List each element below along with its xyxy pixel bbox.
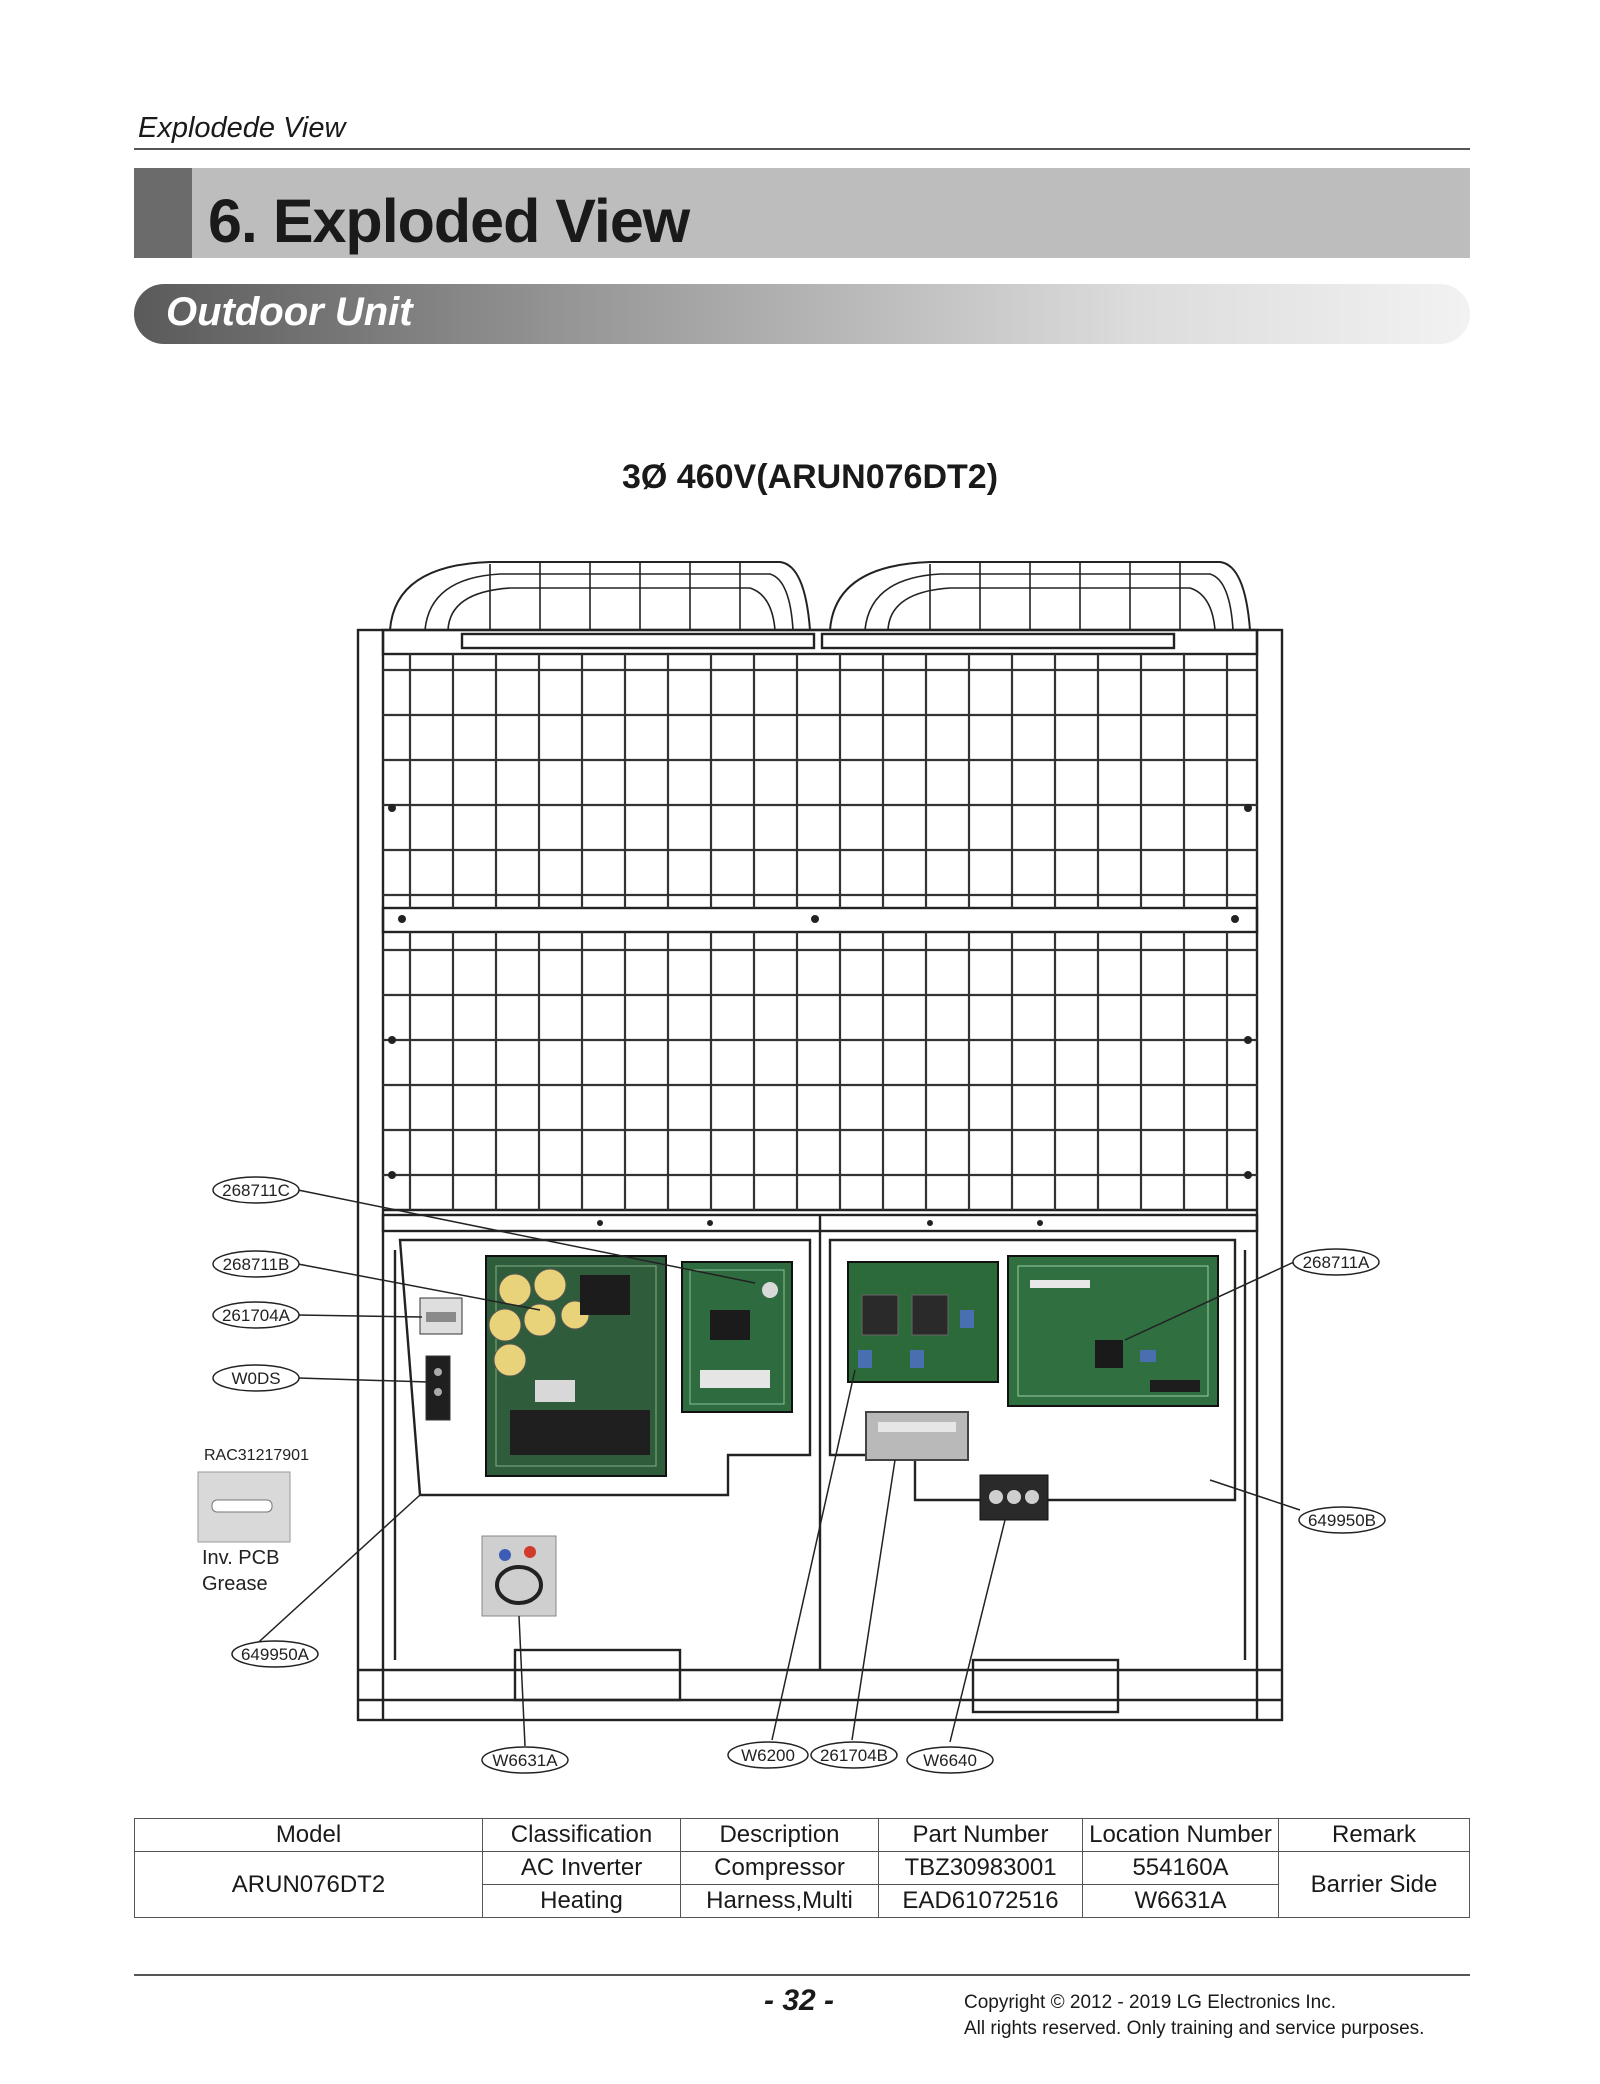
- cell-location-number: 554160A: [1082, 1851, 1279, 1885]
- chapter-bar-accent: [134, 168, 192, 258]
- harness-image: [481, 1535, 557, 1617]
- component-W0DS-image: [425, 1355, 451, 1421]
- callout-W6631A: W6631A: [492, 1751, 558, 1770]
- reactor-image: [865, 1411, 969, 1461]
- copyright: Copyright © 2012 - 2019 LG Electronics I…: [964, 1990, 1424, 2042]
- callout-261704B: 261704B: [820, 1746, 888, 1765]
- table-header-row: Model Classification Description Part Nu…: [134, 1818, 1470, 1852]
- fan-guards: [389, 561, 1251, 631]
- table-row: ARUN076DT2 AC Inverter Compressor TBZ309…: [134, 1851, 1470, 1918]
- cell-part-number: TBZ30983001: [878, 1851, 1083, 1885]
- callout-268711B: 268711B: [223, 1255, 290, 1274]
- header-part-number: Part Number: [878, 1818, 1083, 1852]
- frame-bolts: [388, 804, 1252, 1226]
- header-location-number: Location Number: [1082, 1818, 1279, 1852]
- header-remark: Remark: [1278, 1818, 1470, 1852]
- footer-rule: [134, 1974, 1470, 1976]
- callout-bubbles: 268711C 268711B 261704A W0DS 268711A 649…: [212, 1176, 1386, 1774]
- cell-location-number: W6631A: [1082, 1884, 1279, 1918]
- callout-268711C: 268711C: [222, 1181, 290, 1200]
- callout-W6200: W6200: [741, 1746, 795, 1765]
- callout-W6640: W6640: [923, 1751, 977, 1770]
- grease-label-line1: Inv. PCB: [202, 1547, 279, 1569]
- cell-remark: Barrier Side: [1278, 1851, 1470, 1918]
- copyright-line2: All rights reserved. Only training and s…: [964, 2018, 1425, 2039]
- cell-description: Harness,Multi: [680, 1884, 879, 1918]
- table-row: Heating Harness,Multi EAD61072516 W6631A: [135, 1884, 1470, 1918]
- header-classification: Classification: [482, 1818, 681, 1852]
- callout-268711A: 268711A: [1303, 1253, 1370, 1272]
- cell-model: ARUN076DT2: [134, 1851, 483, 1918]
- grease-tube-image: [197, 1471, 291, 1543]
- callout-649950B: 649950B: [1308, 1511, 1376, 1530]
- component-261704A-image: [419, 1297, 463, 1335]
- page-number: - 32 -: [764, 1984, 835, 2017]
- grease-label-line2: Grease: [202, 1573, 268, 1595]
- callout-W0DS: W0DS: [231, 1369, 280, 1388]
- header-rule: [134, 148, 1470, 150]
- cell-description: Compressor: [680, 1851, 879, 1885]
- running-header: Explodede View: [138, 112, 346, 144]
- chapter-bar: [134, 168, 1470, 258]
- header-description: Description: [680, 1818, 879, 1852]
- copyright-line1: Copyright © 2012 - 2019 LG Electronics I…: [964, 1992, 1337, 2013]
- callout-261704A: 261704A: [222, 1306, 291, 1325]
- cell-part-number: EAD61072516: [878, 1884, 1083, 1918]
- exploded-view-diagram: RAC31217901 Inv. PCB Grease 268711C 2687…: [197, 561, 1386, 1774]
- model-heading: 3Ø 460V(ARUN076DT2): [621, 458, 999, 496]
- grease-part-code: RAC31217901: [204, 1447, 309, 1464]
- main-control-pcb-image: [681, 1261, 793, 1413]
- section-pill: [134, 284, 1470, 344]
- inverter-pcb-image: [485, 1255, 667, 1477]
- outdoor-main-pcb-image: [1007, 1255, 1219, 1407]
- cell-classification-line2: Heating: [482, 1884, 681, 1918]
- noise-filter-pcb-image: [847, 1261, 999, 1383]
- terminal-block-image: [979, 1474, 1049, 1521]
- leader-lines: [249, 1189, 1301, 1747]
- callout-649950A: 649950A: [241, 1645, 310, 1664]
- coil-grille: [383, 654, 1257, 1210]
- cell-classification-line1: AC Inverter: [482, 1851, 681, 1885]
- header-model: Model: [134, 1818, 483, 1852]
- control-box-panels: [393, 1238, 1247, 1714]
- chapter-title: 6. Exploded View: [208, 187, 690, 255]
- section-title: Outdoor Unit: [166, 290, 413, 334]
- parts-table: Model Classification Description Part Nu…: [134, 1818, 1470, 1918]
